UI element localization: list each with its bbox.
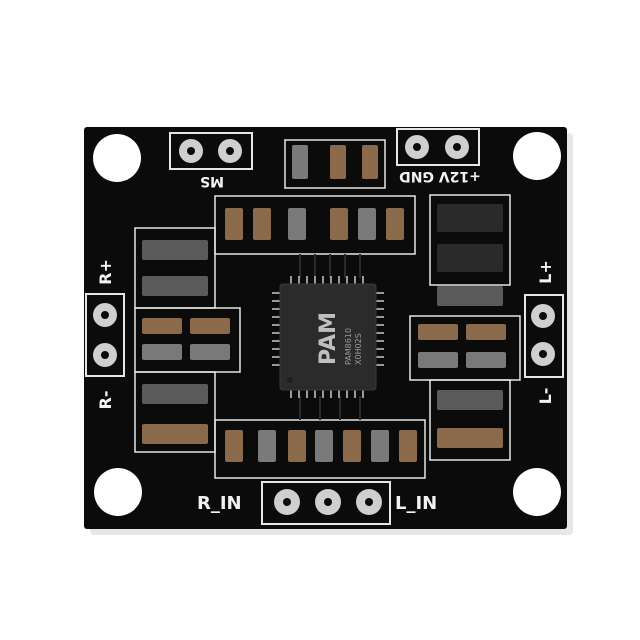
l-plus-label: L+ [536, 260, 555, 284]
l-minus-label: L- [536, 388, 555, 405]
l-in-label: L_IN [395, 493, 437, 514]
chip-brand: PAM [316, 312, 341, 365]
chip-marking-2: X0H02S [354, 333, 363, 365]
right-output-pads [85, 293, 125, 377]
amplifier-chip: PAM PAM8610 X0H02S [279, 283, 377, 391]
mounting-hole-top-right [513, 132, 561, 180]
left-output-pads [524, 294, 564, 378]
power-label: +12V GND [399, 168, 481, 184]
smd-components [142, 145, 506, 462]
power-pad-group [396, 128, 480, 166]
mounting-hole-bottom-left [94, 468, 142, 516]
r-in-label: R_IN [197, 493, 242, 514]
mounting-holes [93, 132, 561, 516]
mounting-hole-bottom-right [513, 468, 561, 516]
input-pads [261, 481, 391, 525]
r-plus-label: R+ [96, 259, 115, 285]
ms-label: MS [200, 173, 224, 189]
mounting-hole-top-left [93, 134, 141, 182]
r-minus-label: R- [96, 391, 115, 410]
chip-pins [272, 276, 384, 398]
pcb-traces [299, 254, 361, 420]
chip-marking-1: PAM8610 [344, 328, 353, 365]
ms-pad-group [169, 132, 253, 170]
component-outlines [134, 139, 521, 479]
